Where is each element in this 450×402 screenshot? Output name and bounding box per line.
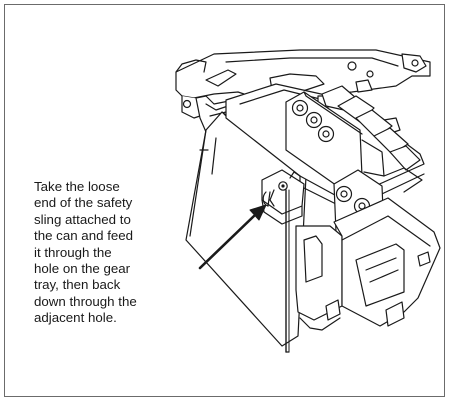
- caption-line: tray, then back: [34, 277, 121, 293]
- driver-housing: [185, 111, 311, 347]
- caption-line: end of the safety: [34, 195, 133, 211]
- safety-sling: [285, 189, 290, 353]
- instruction-caption: Take the loose end of the safety sling a…: [34, 179, 184, 327]
- caption-line: adjacent hole.: [34, 310, 117, 326]
- caption-line: hole on the gear: [34, 261, 131, 277]
- caption-line: Take the loose: [34, 179, 120, 194]
- caption-line: down through the: [34, 293, 137, 309]
- gear-tray: [261, 169, 305, 225]
- driver-can: [295, 197, 441, 331]
- caption-line: the can and feed: [34, 228, 134, 244]
- caption-line: sling attached to: [34, 211, 131, 227]
- caption-line: it through the: [34, 244, 112, 260]
- pointer-arrow: [198, 204, 267, 270]
